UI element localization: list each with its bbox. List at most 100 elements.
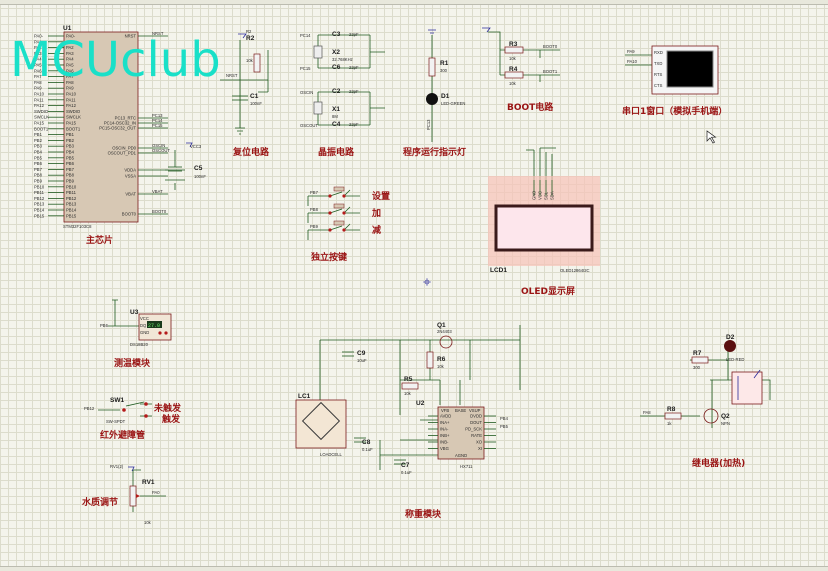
mcu-pin-inner-left: PA4	[66, 57, 74, 62]
boot-vcc-icon	[482, 27, 491, 33]
mcu-net-right: OSCIN	[152, 143, 165, 148]
reset-vcc-label: R2	[246, 29, 252, 34]
crystal-x1[interactable]	[313, 101, 323, 115]
weigh-c8-ref: C8	[362, 439, 371, 446]
weigh-r6-value: 10k	[437, 364, 445, 369]
mcu-pin-inner-left: PA7	[66, 74, 74, 79]
weigh-c8-value: 0.1uF	[362, 447, 373, 452]
reset-net: NRST	[226, 73, 238, 78]
reset-resistor[interactable]	[253, 53, 261, 73]
uart-block[interactable]: RXD TXD RTS CTS PA9 PA10 串口1窗口（模拟手机端）	[622, 45, 727, 144]
push-button[interactable]	[333, 220, 345, 226]
mcu-pin-inner-left: SWDIO	[66, 109, 81, 114]
green-led-icon[interactable]	[426, 93, 438, 105]
push-button[interactable]	[333, 203, 345, 209]
ir-block[interactable]: SW1 SW-SPDT PB12 未触发 触发 红外避障管	[84, 397, 182, 441]
mcu-pin-right: BOOT0	[122, 212, 137, 217]
push-button[interactable]	[333, 186, 345, 192]
oled-screen[interactable]	[494, 204, 594, 252]
mcu-pin-left: PB5	[34, 155, 43, 160]
mcu-pin-inner-left: PA2	[66, 45, 74, 50]
boot-r4-ref: R4	[509, 66, 518, 73]
decap-block[interactable]: C5 100nF VCC3	[165, 142, 206, 190]
relay-block[interactable]: R7 300 D2 LED-RED R8 1k Q2 NPN PA8 继电器(加…	[640, 334, 771, 469]
run-led-title: 程序运行指示灯	[403, 146, 466, 158]
crystal-x2[interactable]	[313, 45, 323, 59]
temp-pin-gnd: GND	[140, 330, 149, 335]
crystal-net-pc15: PC15	[300, 66, 311, 71]
crystal-block[interactable]: PC14 PC15 C3 22pF X2 32.768KHz C6 22pF O…	[300, 31, 385, 158]
hx711-chip[interactable]	[437, 406, 485, 460]
loadcell[interactable]	[295, 399, 347, 449]
uart-net-pa9: PA9	[627, 49, 635, 54]
hx711-pin-left: INB-	[440, 440, 449, 445]
mcu-pin-inner-left: PA10	[66, 92, 77, 97]
oled-pin: SDA	[550, 191, 555, 200]
mcu-pin-inner-left: PB8	[66, 173, 75, 178]
mcu-pin-left: PA7	[34, 74, 42, 79]
temp-reading: 27.0	[148, 323, 160, 329]
uart-title: 串口1窗口（模拟手机端）	[622, 105, 727, 117]
mcu-pin-right: OSCIN_PD0	[112, 146, 136, 151]
uart-pin-rts: RTS	[654, 72, 663, 77]
crystal-c3-ref: C3	[332, 31, 341, 38]
mcu-pin-inner-left: PB15	[66, 213, 77, 218]
oled-part: OLED12864I2C	[560, 268, 590, 273]
relay-q2-ref: Q2	[721, 413, 730, 420]
oled-pin: SCL	[544, 191, 549, 200]
q2-transistor[interactable]	[703, 408, 719, 424]
water-potentiometer[interactable]	[129, 485, 137, 507]
mcu-pin-left: PB13	[34, 202, 45, 207]
ir-title: 红外避障管	[100, 429, 145, 441]
run-led-block[interactable]: R1 300 D1 LED-GREEN PC13 程序运行指示灯	[403, 29, 466, 158]
mcu-pin-inner-left: PB5	[66, 155, 75, 160]
mcu-net-right: OSCOUT	[152, 148, 170, 153]
vcc-bar-icon	[428, 29, 436, 34]
mcu-pin-left: PA8	[34, 80, 42, 85]
key-label: 减	[372, 224, 381, 236]
mcu-pin-left: PA2	[34, 45, 42, 50]
relay-coil[interactable]	[731, 371, 763, 405]
temp-display	[147, 321, 162, 328]
decap-ref: C5	[194, 165, 203, 172]
decap-value: 100nF	[194, 174, 206, 179]
weigh-r5-ref: R5	[404, 376, 413, 383]
hx711-pin-right: RATE	[471, 433, 482, 438]
ir-net: PB12	[84, 406, 95, 411]
mcu-pin-right: VDDA	[124, 168, 136, 173]
hx711-pin-right: PD_SCK	[465, 427, 482, 432]
mcu-pin-inner-left: PB6	[66, 161, 75, 166]
mcu-pin-left: PA10	[34, 92, 45, 97]
water-block[interactable]: RV1 10k PA0 RV1(2) 水质调节	[82, 464, 166, 525]
mcu-pin-left: SWCLK	[34, 115, 49, 120]
boot-block[interactable]: R3 10k R4 10k BOOT0 BOOT1 BOOT电路	[482, 27, 560, 113]
mcu-pin-left: PB4	[34, 150, 43, 155]
mcu-pin-left: PA9	[34, 86, 42, 91]
mcu-pin-inner-left: BOOT1	[66, 126, 81, 131]
q1-transistor[interactable]	[439, 335, 453, 349]
crystal-c4-value: 22pF	[349, 122, 359, 127]
mcu-chip[interactable]	[63, 31, 139, 223]
hx711-pin-left: INB+	[440, 433, 450, 438]
temp-net: PB6	[100, 323, 109, 328]
red-led-icon[interactable]	[724, 340, 736, 352]
hx711-pin-left: INA-	[440, 427, 449, 432]
reset-cap-value: 100nF	[250, 101, 262, 106]
boot-net-boot1: BOOT1	[543, 69, 558, 74]
reset-block[interactable]: R2 R2 10k C1 100nF NRST 复位电路	[220, 29, 270, 158]
terminal-screen[interactable]	[666, 50, 714, 88]
relay-r7-value: 300	[693, 365, 701, 370]
hx711-pin-left: VBG	[440, 446, 449, 451]
mcu-pin-inner-left: PA9	[66, 86, 74, 91]
mcu-pin-left: PB11	[34, 190, 45, 195]
temp-block[interactable]: 27.0 VCC DQ GND U3 DS18B20 PB6 测温模块	[100, 299, 172, 369]
crystal-c6-ref: C6	[332, 64, 341, 71]
mcu-pin-right: VSSA	[125, 174, 136, 179]
crystal-c2-ref: C2	[332, 88, 341, 95]
weigh-u2-part: HX711	[460, 464, 473, 469]
